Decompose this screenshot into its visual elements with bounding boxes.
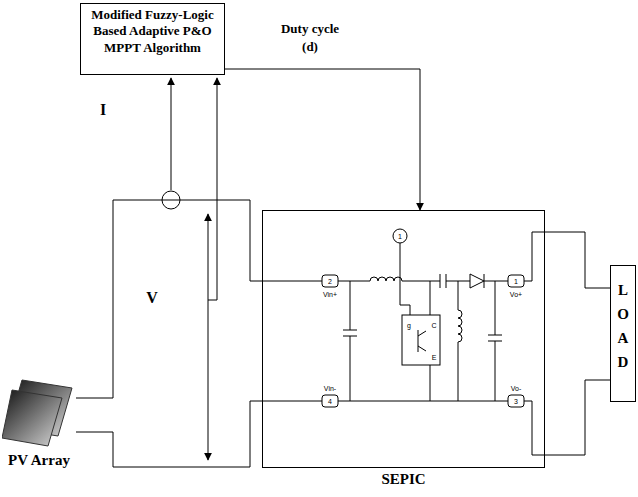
pin-name: C — [431, 322, 436, 329]
input-port — [322, 395, 338, 407]
capacitor-symbol — [488, 281, 502, 401]
port-name: Vin+ — [323, 291, 337, 298]
circuit-wire — [524, 401, 545, 455]
port-number: 1 — [514, 278, 518, 285]
power-wire — [545, 380, 610, 455]
power-wire — [545, 232, 610, 288]
signal-label: I — [100, 101, 106, 119]
circuit-wire — [402, 281, 440, 282]
output-port — [508, 395, 524, 407]
capacitor-symbol — [440, 274, 446, 288]
voltage-signal-arrow — [208, 78, 217, 300]
inductor-symbol — [458, 281, 462, 401]
current-signal-arrow — [171, 78, 172, 190]
circuit-wire — [338, 401, 508, 402]
algorithm-box: Modified Fuzzy-Logic Based Adaptive P&O … — [80, 3, 225, 75]
diode-symbol — [484, 274, 485, 288]
capacitor-symbol — [343, 281, 357, 401]
diode-symbol — [470, 274, 484, 288]
box-text: Modified Fuzzy-Logic Based Adaptive P&O … — [81, 4, 224, 59]
capacitor-symbol — [343, 274, 502, 401]
input-port — [322, 275, 338, 287]
circuit-wire — [262, 281, 322, 282]
gate-port — [400, 243, 410, 315]
inductor-symbol — [370, 277, 462, 401]
power-wire — [76, 401, 262, 467]
igbt-symbol — [430, 281, 431, 401]
load-box: LOAD — [610, 265, 636, 402]
voltage-measure-arrow — [208, 214, 209, 460]
igbt-symbol — [402, 315, 440, 365]
inductor-symbol — [370, 277, 402, 281]
port-name: Vin- — [324, 385, 336, 392]
block-label: PV Array — [2, 452, 76, 469]
voltage-signal-arrow — [208, 78, 217, 300]
igbt-symbol — [402, 281, 440, 401]
signal-label: V — [146, 289, 158, 307]
port-name: Vo- — [511, 385, 522, 392]
edge-label: Duty cycle (d) — [272, 20, 348, 55]
circuit-wire — [262, 401, 322, 402]
port-name: Vo+ — [510, 291, 522, 298]
voltage-measure-arrow — [208, 214, 209, 460]
converter-box: SEPIC — [262, 210, 545, 468]
pin-name: E — [432, 354, 437, 361]
output-port — [508, 275, 524, 407]
power-wire — [76, 200, 262, 398]
output-port — [508, 275, 524, 287]
port-number: 1 — [398, 233, 402, 240]
igbt-symbol — [418, 330, 426, 352]
circuit-wire — [524, 232, 545, 281]
diode-symbol — [470, 274, 484, 288]
arrow-marker — [162, 78, 545, 460]
port-number: 2 — [328, 278, 332, 285]
block-label: SEPIC — [263, 471, 544, 488]
box-text: LOAD — [616, 278, 631, 374]
gate-port — [393, 229, 410, 315]
control-signal-arrow — [225, 69, 420, 210]
port-number: 3 — [514, 398, 518, 405]
pv-panel-icon — [2, 378, 76, 450]
circuit-wire — [262, 232, 545, 455]
circuit-wire — [338, 281, 370, 282]
current-signal-arrow — [171, 78, 172, 190]
pv-array: PV Array — [2, 378, 76, 469]
pin-name: g — [407, 322, 411, 329]
circuit-wire — [484, 281, 508, 282]
port-number: 4 — [328, 398, 332, 405]
gate-port — [393, 229, 407, 243]
input-port — [322, 275, 338, 407]
pv-panel-icon — [2, 390, 62, 446]
